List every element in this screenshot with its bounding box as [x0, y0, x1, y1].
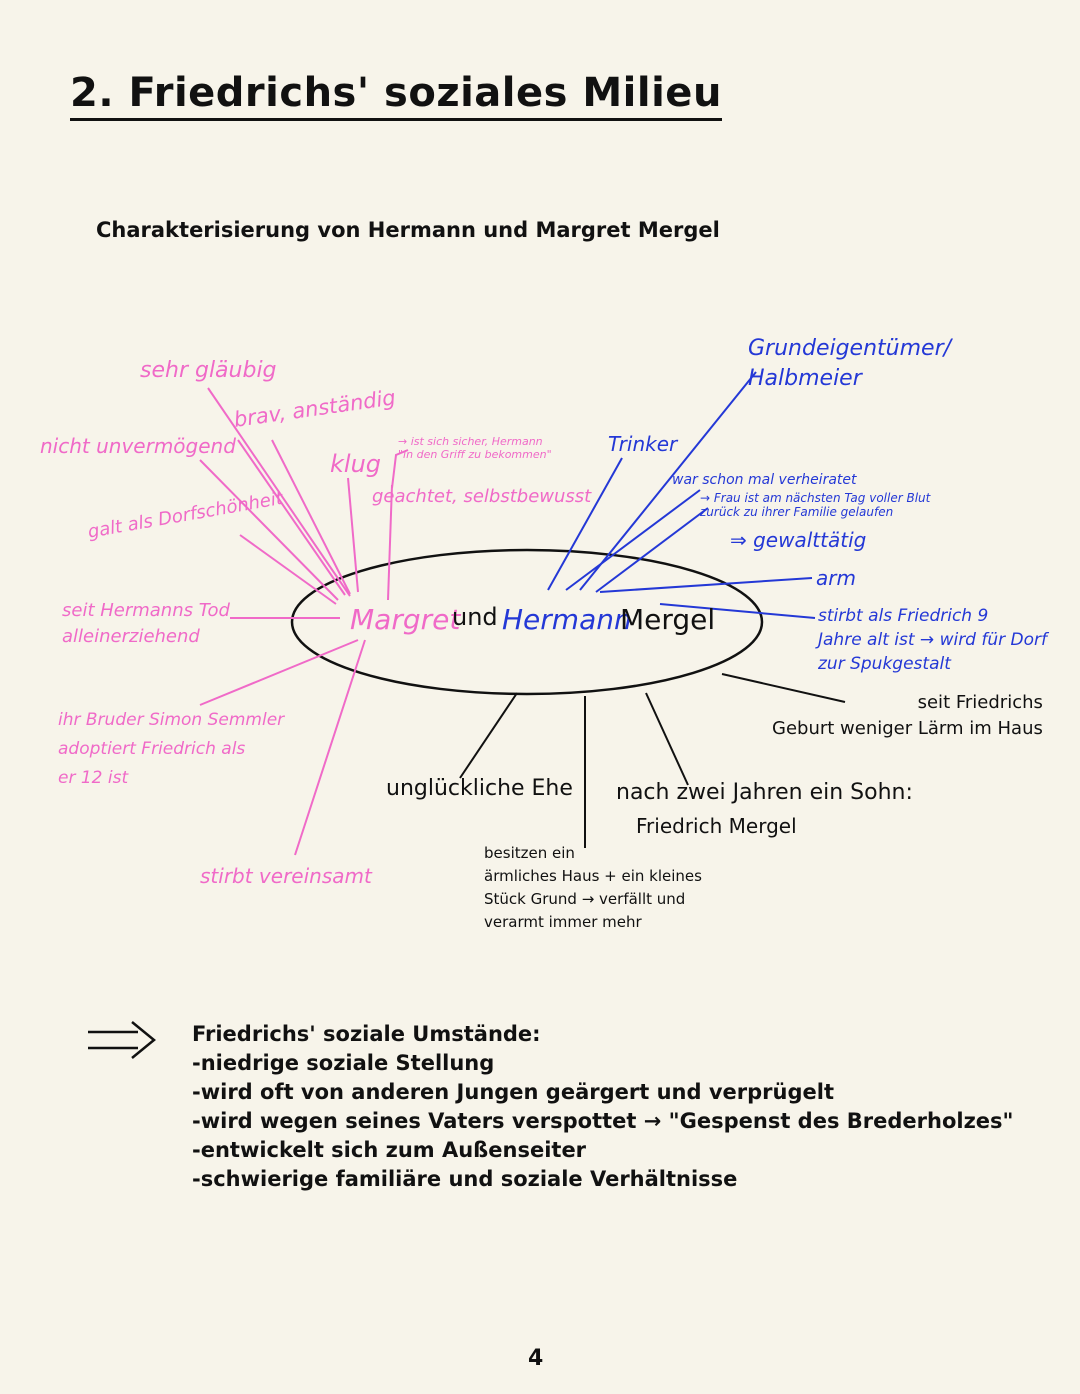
trait-frau-note: → Frau ist am nächsten Tag voller Blut z…: [700, 491, 931, 519]
hermann-connectors: [547, 371, 816, 619]
trait-trinker: Trinker: [608, 432, 678, 456]
trait-stirbt-vereinsamt: stirbt vereinsamt: [200, 864, 372, 888]
trait-bruder: ihr Bruder Simon Semmler adoptiert Fried…: [58, 710, 285, 788]
center-hermann: Hermann: [502, 603, 632, 636]
trait-unglueckliche-ehe: unglückliche Ehe: [386, 776, 573, 801]
summary-item: -entwickelt sich zum Außenseiter: [192, 1138, 587, 1162]
trait-arm: arm: [816, 566, 856, 590]
trait-verheiratet: war schon mal verheiratet: [672, 472, 857, 488]
trait-friedrich-mergel: Friedrich Mergel: [636, 814, 797, 838]
trait-grundeigentuemer: Grundeigentümer/ Halbmeier: [748, 336, 952, 391]
center-margret: Margret: [350, 603, 461, 636]
trait-klug-note: → ist sich sicher, Hermann "in den Griff…: [398, 435, 552, 461]
summary-item: -schwierige familiäre und soziale Verhäl…: [192, 1167, 738, 1191]
trait-weniger-laerm: seit Friedrichs Geburt weniger Lärm im H…: [772, 692, 1043, 739]
trait-haus: besitzen ein ärmliches Haus + ein kleine…: [484, 844, 702, 931]
trait-geachtet: geachtet, selbstbewusst: [372, 486, 592, 507]
trait-gewalttaetig: ⇒ gewalttätig: [730, 528, 867, 552]
double-arrow-right-icon: [88, 1021, 156, 1059]
trait-sehr-glaeubig: sehr gläubig: [140, 358, 277, 383]
summary-heading: Friedrichs' soziale Umstände:: [192, 1022, 541, 1046]
center-mergel: Mergel: [620, 603, 716, 636]
margret-connectors: [199, 387, 409, 856]
trait-alleinerziehend: seit Hermanns Tod alleinerziehend: [62, 600, 230, 647]
trait-klug: klug: [330, 450, 382, 478]
shared-connectors: [459, 673, 846, 848]
summary-item: -wird oft von anderen Jungen geärgert un…: [192, 1080, 834, 1104]
trait-stirbt-friedrich-9: stirbt als Friedrich 9 Jahre alt ist → w…: [818, 606, 1047, 674]
center-und: und: [452, 603, 498, 631]
trait-nicht-unvermoegend: nicht unvermögend: [40, 434, 236, 458]
trait-sohn: nach zwei Jahren ein Sohn:: [616, 780, 913, 805]
summary-item: -niedrige soziale Stellung: [192, 1051, 495, 1075]
center-ellipse: [290, 548, 764, 696]
summary: Friedrichs' soziale Umstände: -niedrige …: [192, 1020, 1013, 1194]
summary-item: -wird wegen seines Vaters verspottet → "…: [192, 1109, 1014, 1133]
page-title: 2. Friedrichs' soziales Milieu: [70, 70, 722, 121]
subtitle: Charakterisierung von Hermann und Margre…: [96, 218, 720, 242]
page-number: 4: [528, 1346, 544, 1371]
